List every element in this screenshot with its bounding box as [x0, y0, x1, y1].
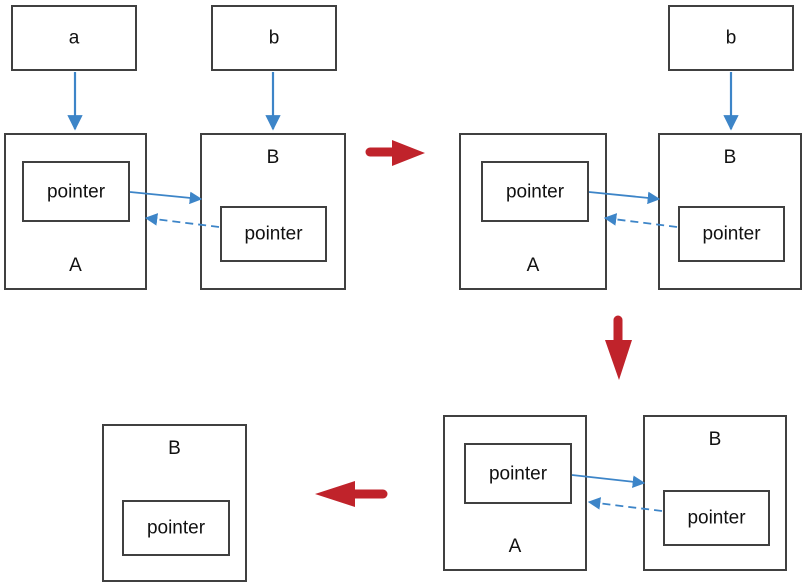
panel-bottom-right-pointer-box-in-B-label: pointer — [687, 507, 746, 529]
panel-bottom-right-object-box-A-label: A — [508, 536, 522, 557]
panel-top-right-pointer-box-in-B: pointer — [678, 206, 785, 262]
panel-bottom-left-pointer-box-in-B: pointer — [122, 500, 230, 556]
panel-bottom-right-object-box-B-label: B — [708, 429, 722, 450]
panel-top-right-arrow-A-pointer-to-B — [588, 191, 661, 205]
panel-top-left-pointer-box-in-A: pointer — [22, 161, 130, 222]
panel-top-right-object-box-A: A — [459, 133, 607, 290]
panel-top-left-var-box-b-label: b — [268, 27, 280, 49]
panel-top-left-pointer-box-in-B-label: pointer — [244, 223, 303, 245]
panel-top-right-pointer-box-in-A: pointer — [481, 161, 589, 222]
panel-bottom-left-pointer-box-in-B-label: pointer — [146, 517, 206, 539]
panel-top-left-var-box-a-label: a — [68, 27, 80, 49]
panel-top-left-object-box-A-label: A — [69, 255, 82, 276]
panel-top-right-pointer-box-in-B-label: pointer — [702, 223, 761, 245]
panel-top-right-object-box-A-label: A — [526, 255, 540, 276]
panel-top-right-var-box-b-label: b — [725, 27, 737, 49]
panel-top-left-pointer-box-in-A-label: pointer — [46, 181, 106, 202]
panel-top-left-object-box-A: A — [4, 133, 147, 290]
panel-bottom-right-object-box-B: B — [643, 415, 787, 571]
panel-bottom-right-pointer-box-in-A-label: pointer — [488, 463, 548, 484]
step-arrow-right — [365, 140, 425, 166]
panel-bottom-right-object-box-A: A — [443, 415, 587, 571]
panel-top-left-var-box-a: a — [11, 5, 137, 71]
panel-top-right-object-box-B-label: B — [723, 147, 737, 168]
panel-top-left-object-box-B-label: B — [266, 147, 280, 168]
panel-top-left-var-box-b: b — [211, 5, 337, 71]
panel-top-left-arrow-A-pointer-to-B — [129, 191, 203, 205]
panel-bottom-right-arrow-A-pointer-to-B — [571, 474, 646, 489]
panel-top-right-var-box-b: b — [668, 5, 794, 71]
panel-bottom-right-pointer-box-in-B: pointer — [663, 490, 770, 546]
panel-top-right-object-box-B: B — [658, 133, 802, 290]
panel-top-left-pointer-box-in-B: pointer — [220, 206, 327, 262]
panel-bottom-right-pointer-box-in-A: pointer — [464, 443, 572, 504]
panel-bottom-left-object-box-B-label: B — [168, 438, 181, 459]
panel-top-right-pointer-box-in-A-label: pointer — [505, 181, 565, 202]
step-arrow-down — [605, 315, 632, 380]
panel-bottom-left-object-box-B: B — [102, 424, 247, 582]
step-arrow-left — [315, 481, 388, 507]
panel-top-left-object-box-B: B — [200, 133, 346, 290]
